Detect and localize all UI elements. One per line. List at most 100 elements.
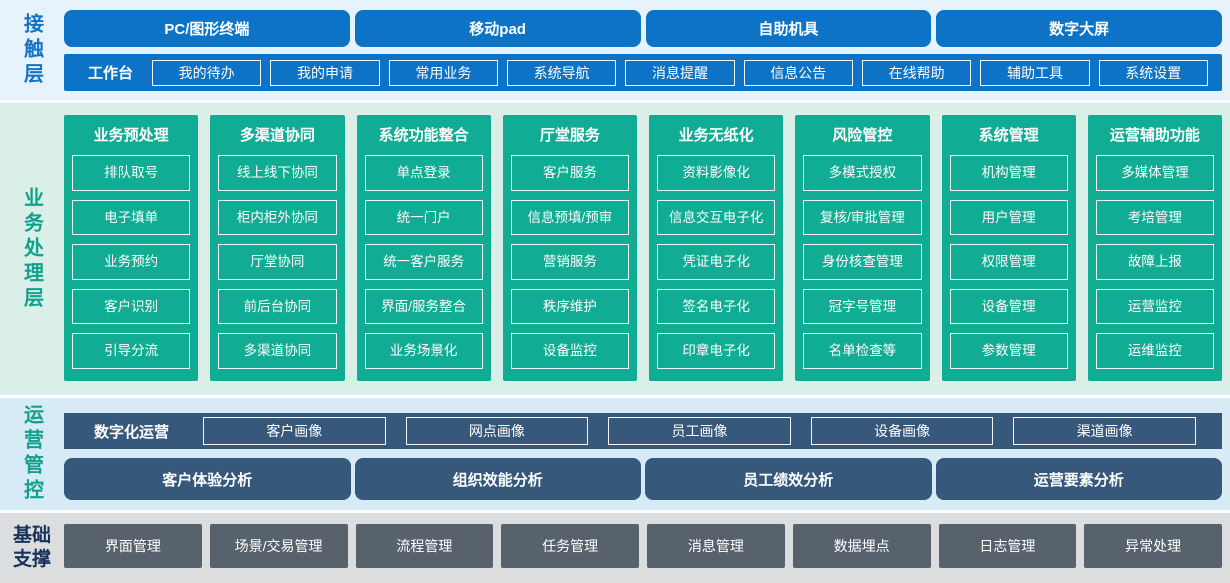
module-tile: 机构管理 (949, 155, 1068, 191)
column-system-management: 系统管理 机构管理 用户管理 权限管理 设备管理 参数管理 (941, 115, 1076, 381)
layer-business-label: 业务处理层 (20, 186, 43, 312)
module-tile: 界面/服务整合 (364, 288, 483, 325)
column-items: 多模式授权 复核/审批管理 身份核查管理 冠字号管理 名单检查等 (803, 155, 922, 369)
base-message-management: 消息管理 (647, 524, 785, 568)
column-title: 系统功能整合 (378, 127, 469, 144)
module-tile: 身份核查管理 (803, 244, 922, 280)
layer-operations-control: 运营管控 数字化运营 客户画像 网点画像 员工画像 设备画像 渠道画像 客户体验… (0, 398, 1230, 513)
module-tile: 冠字号管理 (803, 288, 922, 325)
module-tile: 秩序维护 (510, 288, 629, 325)
analysis-organization-efficiency: 组织效能分析 (354, 458, 641, 500)
module-tile: 业务场景化 (364, 333, 483, 369)
column-paperless-business: 业务无纸化 资料影像化 信息交互电子化 凭证电子化 签名电子化 印章电子化 (649, 115, 784, 381)
module-tile: 电子填单 (72, 199, 191, 236)
column-operation-auxiliary: 运营辅助功能 多媒体管理 考培管理 故障上报 运营监控 运维监控 (1087, 115, 1222, 381)
module-tile: 凭证电子化 (657, 244, 776, 280)
column-title: 系统管理 (978, 127, 1039, 144)
module-tile: 复核/审批管理 (803, 199, 922, 236)
device-pc-terminal: PC/图形终端 (64, 10, 350, 47)
portrait-employee: 员工画像 (608, 417, 791, 445)
column-items: 多媒体管理 考培管理 故障上报 运营监控 运维监控 (1095, 155, 1214, 369)
workbench-item-my-todo: 我的待办 (152, 59, 262, 86)
module-tile: 设备管理 (949, 288, 1068, 325)
layer-contact-content: PC/图形终端 移动pad 自助机具 数字大屏 工作台 我的待办 我的申请 常用… (64, 0, 1230, 100)
workbench-item-info-announcement: 信息公告 (743, 59, 853, 86)
base-process-management: 流程管理 (355, 524, 494, 568)
layer-base-content: 界面管理 场景/交易管理 流程管理 任务管理 消息管理 数据埋点 日志管理 异常… (64, 513, 1230, 583)
base-scene-transaction-management: 场景/交易管理 (209, 524, 348, 568)
module-tile: 营销服务 (510, 244, 629, 280)
base-data-tracking: 数据埋点 (792, 524, 931, 568)
base-exception-handling: 异常处理 (1084, 524, 1222, 568)
layer-business-content: 业务预处理 排队取号 电子填单 业务预约 客户识别 引导分流 多渠道协同 线上线… (64, 103, 1230, 395)
layer-contact-label: 接触层 (20, 12, 43, 88)
base-row: 界面管理 场景/交易管理 流程管理 任务管理 消息管理 数据埋点 日志管理 异常… (64, 524, 1222, 568)
module-tile: 信息预填/预审 (510, 199, 629, 236)
column-items: 资料影像化 信息交互电子化 凭证电子化 签名电子化 印章电子化 (657, 155, 776, 369)
layer-base-label-col: 基础支撑 (0, 513, 64, 583)
column-title: 业务无纸化 (678, 127, 754, 144)
column-business-preprocess: 业务预处理 排队取号 电子填单 业务预约 客户识别 引导分流 (64, 115, 199, 381)
column-title: 风险管控 (832, 127, 893, 144)
module-tile: 厅堂协同 (218, 244, 337, 280)
column-multichannel-collab: 多渠道协同 线上线下协同 柜内柜外协同 厅堂协同 前后台协同 多渠道协同 (210, 115, 345, 381)
workbench-bar: 工作台 我的待办 我的申请 常用业务 系统导航 消息提醒 信息公告 在线帮助 辅… (64, 54, 1222, 91)
column-system-integration: 系统功能整合 单点登录 统一门户 统一客户服务 界面/服务整合 业务场景化 (356, 115, 491, 381)
module-tile: 前后台协同 (218, 288, 337, 325)
module-tile: 客户服务 (510, 155, 629, 191)
base-interface-management: 界面管理 (64, 524, 202, 568)
module-tile: 设备监控 (510, 333, 629, 369)
module-tile: 用户管理 (949, 199, 1068, 236)
column-title: 多渠道协同 (239, 127, 315, 144)
workbench-item-auxiliary-tools: 辅助工具 (980, 59, 1090, 86)
module-tile: 线上线下协同 (218, 155, 337, 191)
column-items: 单点登录 统一门户 统一客户服务 界面/服务整合 业务场景化 (364, 155, 483, 369)
portrait-channel: 渠道画像 (1013, 417, 1196, 445)
module-tile: 客户识别 (72, 288, 191, 325)
column-title: 运营辅助功能 (1109, 127, 1200, 144)
workbench-item-system-navigation: 系统导航 (507, 59, 617, 86)
column-title: 业务预处理 (93, 127, 169, 144)
module-tile: 权限管理 (949, 244, 1068, 280)
device-mobile-pad: 移动pad (354, 10, 641, 47)
workbench-title: 工作台 (88, 65, 134, 82)
portrait-device: 设备画像 (810, 417, 994, 445)
module-tile: 资料影像化 (657, 155, 776, 191)
module-tile: 故障上报 (1095, 244, 1214, 280)
module-tile: 运维监控 (1095, 333, 1214, 369)
module-tile: 多模式授权 (803, 155, 922, 191)
device-self-service-machine: 自助机具 (645, 10, 932, 47)
base-log-management: 日志管理 (938, 524, 1077, 568)
module-tile: 考培管理 (1095, 199, 1214, 236)
column-items: 排队取号 电子填单 业务预约 客户识别 引导分流 (72, 155, 191, 369)
layer-base-support: 基础支撑 界面管理 场景/交易管理 流程管理 任务管理 消息管理 数据埋点 日志… (0, 513, 1230, 583)
workbench-item-message-reminder: 消息提醒 (625, 59, 735, 86)
column-items: 客户服务 信息预填/预审 营销服务 秩序维护 设备监控 (510, 155, 629, 369)
layer-base-label: 基础支撑 (12, 525, 51, 570)
portrait-customer: 客户画像 (203, 417, 386, 445)
workbench-item-online-help: 在线帮助 (861, 59, 972, 86)
workbench-item-my-application: 我的申请 (270, 59, 380, 86)
analysis-row: 客户体验分析 组织效能分析 员工绩效分析 运营要素分析 (64, 458, 1222, 500)
analysis-customer-experience: 客户体验分析 (64, 458, 351, 500)
module-tile: 多媒体管理 (1095, 155, 1214, 191)
base-task-management: 任务管理 (501, 524, 639, 568)
layer-ops-label: 运营管控 (20, 404, 43, 504)
module-tile: 信息交互电子化 (657, 199, 776, 236)
module-tile: 名单检查等 (803, 333, 922, 369)
workbench-item-system-settings: 系统设置 (1098, 59, 1208, 86)
analysis-operation-elements: 运营要素分析 (935, 458, 1222, 500)
module-tile: 统一客户服务 (364, 244, 483, 280)
analysis-employee-performance: 员工绩效分析 (645, 458, 932, 500)
module-tile: 运营监控 (1095, 288, 1214, 325)
column-items: 线上线下协同 柜内柜外协同 厅堂协同 前后台协同 多渠道协同 (218, 155, 337, 369)
column-title: 厅堂服务 (539, 127, 600, 144)
layer-contact: 接触层 PC/图形终端 移动pad 自助机具 数字大屏 工作台 我的待办 我的申… (0, 0, 1230, 103)
layer-contact-label-col: 接触层 (0, 0, 64, 100)
device-digital-screen: 数字大屏 (936, 10, 1222, 47)
module-tile: 单点登录 (364, 155, 483, 191)
module-tile: 引导分流 (72, 333, 191, 369)
module-tile: 参数管理 (949, 333, 1068, 369)
layer-ops-label-col: 运营管控 (0, 398, 64, 510)
